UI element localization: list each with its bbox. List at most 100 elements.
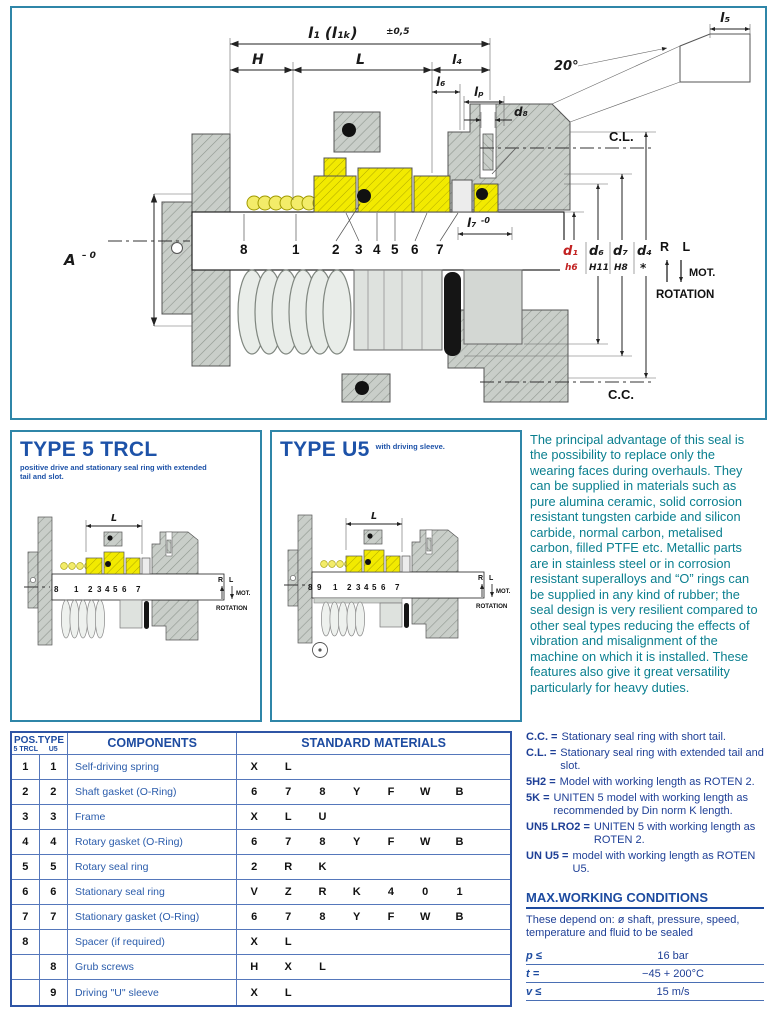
- part-number: 6: [411, 242, 419, 257]
- material-cell: [442, 754, 477, 780]
- mini-seal-parts: [60, 531, 173, 575]
- dim-d7-fit: H8: [614, 263, 628, 273]
- pos-u5-cell: 3: [39, 804, 68, 830]
- material-cell: K: [305, 854, 340, 881]
- material-cell: 6: [236, 904, 272, 931]
- header-materials: STANDARD MATERIALS: [236, 732, 511, 755]
- condition-row: v ≤ 15 m/s: [526, 983, 764, 1002]
- part-number: 1: [292, 242, 300, 257]
- material-cell: Y: [339, 779, 374, 805]
- material-cell: [476, 929, 511, 956]
- pos-u5-cell: [39, 929, 68, 956]
- grub-screw-detail: [312, 642, 328, 658]
- condition-value: −45 + 200°C: [642, 967, 704, 980]
- material-cell: [408, 954, 443, 981]
- working-conditions-title: MAX.WORKING CONDITIONS: [526, 890, 764, 909]
- material-cell: [476, 854, 511, 881]
- material-cell: [476, 804, 511, 830]
- legend-item: C.C. = Stationary seal ring with short t…: [526, 731, 764, 744]
- extension-lines: [154, 24, 751, 379]
- material-cell: F: [373, 904, 409, 931]
- type-u5-panel: TYPE U5 with driving sleeve.: [270, 430, 522, 722]
- dia-label-patch: [560, 240, 656, 276]
- material-cell: [339, 954, 374, 981]
- mini-lower-parts: [312, 601, 409, 658]
- legend-text: model with working length as ROTEN U5.: [572, 849, 756, 875]
- shaft-oring: [357, 189, 371, 203]
- material-cell: [339, 754, 374, 780]
- legend-key: C.L. =: [526, 746, 557, 759]
- component-cell: Rotary gasket (O-Ring): [67, 829, 238, 856]
- material-cell: Y: [339, 829, 374, 856]
- material-cell: H: [236, 954, 272, 981]
- part-number: 5: [372, 583, 377, 592]
- dim-lp-label: lₚ: [474, 85, 484, 99]
- bottom-row: POS.TYPE 5 TRCL U5 COMPONENTS STANDARD M…: [10, 731, 767, 1007]
- material-cell: [339, 929, 374, 956]
- material-cell: [373, 854, 409, 881]
- material-cell: [339, 804, 374, 830]
- lower-seal-section: [237, 269, 523, 356]
- part-number: 3: [355, 242, 363, 257]
- rl-label: R L: [478, 575, 495, 582]
- material-cell: V: [236, 879, 272, 906]
- material-cell: X: [236, 979, 272, 1007]
- rl-label: R L: [660, 240, 695, 254]
- legend-text: Stationary seal ring with extended tail …: [560, 746, 764, 772]
- material-cell: [339, 854, 374, 881]
- type-5trcl-panel: TYPE 5 TRCL positive drive and stationar…: [10, 430, 262, 722]
- angle-20-label: 20°: [554, 59, 579, 74]
- legend-item: C.L. = Stationary seal ring with extende…: [526, 747, 764, 773]
- legend-text: UNITEN 5 with working length as ROTEN 2.: [593, 820, 756, 846]
- part-number: 6: [122, 585, 127, 594]
- material-cell: [442, 854, 477, 881]
- bellows-elastomer: [444, 272, 461, 356]
- material-cell: K: [339, 879, 374, 906]
- condition-row: p ≤ 16 bar: [526, 947, 764, 966]
- material-cell: [476, 879, 511, 906]
- dim-l1-tolerance: ±0,5: [386, 27, 409, 37]
- material-cell: 4: [373, 879, 409, 906]
- pos-5trcl-cell: 4: [11, 829, 40, 856]
- material-cell: L: [271, 754, 306, 780]
- component-cell: Shaft gasket (O-Ring): [67, 779, 238, 805]
- dim-d7-label: d₇: [613, 244, 628, 259]
- material-cell: [373, 804, 409, 830]
- mot-label: MOT.: [689, 267, 715, 279]
- material-cell: 2: [236, 854, 272, 881]
- material-cell: L: [305, 954, 340, 981]
- condition-row: t = −45 + 200°C: [526, 965, 764, 984]
- material-cell: 8: [305, 779, 340, 805]
- type-u5-title: TYPE U5: [280, 438, 370, 461]
- material-cell: [373, 954, 409, 981]
- dim-l-label: L: [356, 52, 365, 68]
- component-cell: Spacer (if required): [67, 929, 238, 956]
- dimension-labels: l₁ (l₁ₖ) ±0,5 H L l₄ l₆ lₚ d₈ l₅ 20° C.L…: [63, 11, 730, 402]
- type-5trcl-subtitle: positive drive and stationary seal ring …: [20, 463, 207, 482]
- material-cell: [408, 754, 443, 780]
- part-number: 5: [391, 242, 399, 257]
- stationary-oring: [476, 188, 488, 200]
- rl-label: R L: [218, 577, 235, 584]
- pos-u5-cell: 7: [39, 904, 68, 931]
- part-number: 2: [332, 242, 340, 257]
- part-number: 3: [97, 585, 102, 594]
- dim-d6-fit: H11: [589, 263, 609, 273]
- pos-5trcl-cell: 2: [11, 779, 40, 805]
- component-cell: Frame: [67, 804, 238, 830]
- material-cell: F: [373, 779, 409, 805]
- legend-key: 5K =: [526, 791, 550, 804]
- legend-text: UNITEN 5 model with working length as re…: [553, 791, 748, 817]
- material-cell: 8: [305, 829, 340, 856]
- mini-lower-parts: [61, 599, 149, 639]
- material-cell: [373, 929, 409, 956]
- part-number: 4: [105, 585, 110, 594]
- material-cell: [476, 979, 511, 1007]
- legend-item: UN5 LRO2 = UNITEN 5 with working length …: [526, 821, 764, 847]
- rotation-label: ROTATION: [216, 605, 248, 612]
- main-drawing-panel: 8 1 2 3 4 5 6 7 l₁ (l₁ₖ) ±0,5 H L l₄ l₆ …: [10, 6, 767, 420]
